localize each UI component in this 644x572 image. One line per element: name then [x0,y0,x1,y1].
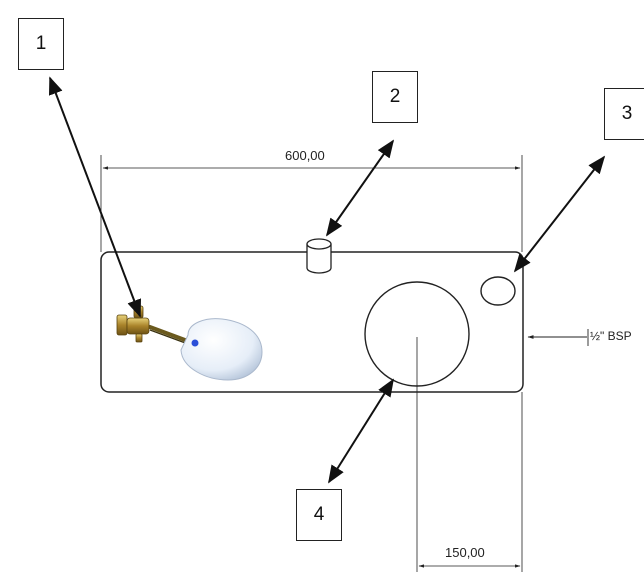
bsp-label: ½" BSP [590,329,632,343]
float-valve-icon [116,305,263,381]
leader-4 [328,378,394,484]
callout-3: 3 [604,88,644,140]
callout-1: 1 [18,18,64,70]
callout-2: 2 [372,71,418,123]
leader-3 [513,155,606,273]
inlet-cylinder [306,238,332,274]
overall-width-label: 600,00 [285,148,325,163]
offset-dimension-label: 150,00 [445,545,485,560]
bsp-arrow [527,329,589,346]
leader-2 [325,139,395,237]
tank-outline [100,251,524,393]
leader-1 [48,76,142,318]
overall-width-dimension [100,155,523,252]
callout-4: 4 [296,489,342,541]
overflow-port [480,276,516,306]
